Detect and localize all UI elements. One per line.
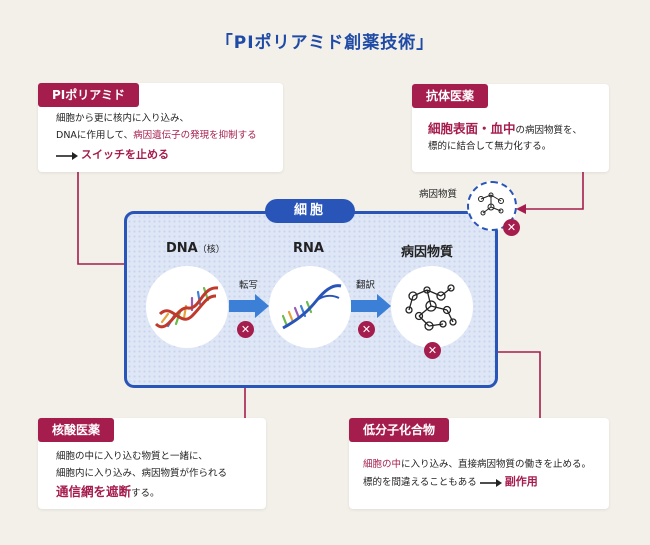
- antibody-line1: 細胞表面・血中の病因物質を、: [428, 120, 582, 139]
- dna-label: DNA（核）: [166, 241, 225, 256]
- dna-helix-icon: [154, 286, 219, 329]
- block-x-icon: ✕: [237, 321, 254, 338]
- nucleic-acid-line2: 細胞内に入り込み、病因物質が作られる: [56, 468, 228, 479]
- side-effect-text: 副作用: [504, 475, 538, 488]
- arrow-right-icon: [56, 151, 78, 160]
- small-molecule-line1: 細胞の中に入り込み、直接病因物質の働きを止める。: [363, 456, 591, 473]
- nucleic-acid-line1: 細胞の中に入り込む物質と一緒に、: [56, 451, 208, 462]
- nucleic-acid-line3: 通信網を遮断する。: [56, 483, 160, 502]
- molecule-network-icon: [478, 192, 504, 216]
- small-molecule-line2: 標的を間違えることもある 副作用: [363, 473, 538, 491]
- dna-label-sub: （核）: [197, 245, 225, 255]
- antibody-line1-a: 細胞表面・血中: [428, 121, 516, 136]
- pi-polyamide-line2: DNAに作用して、病因遺伝子の発現を抑制する: [56, 127, 257, 144]
- translation-arrow: [351, 294, 391, 318]
- pathogen-label: 病因物質: [401, 245, 454, 260]
- antibody-line1-b: の病因物質を、: [515, 125, 583, 136]
- pi-polyamide-tag: PIポリアミド: [38, 83, 140, 107]
- page-title: 「PIポリアミド創薬技術」: [215, 33, 435, 53]
- pi-polyamide-line2-b: 病因遺伝子の発現を抑制する: [133, 130, 257, 141]
- pi-polyamide-line3: スイッチを止める: [56, 146, 169, 164]
- outside-pathogen-label: 病因物質: [419, 189, 458, 200]
- rna-strand-icon: [281, 284, 342, 330]
- nucleic-acid-line3-a: 通信網を遮断: [56, 484, 132, 499]
- translation-label: 翻訳: [356, 280, 376, 291]
- arrow-right-icon: [479, 478, 502, 487]
- cell-label: 細胞: [265, 199, 355, 223]
- dna-circle: [146, 266, 228, 348]
- pathogen-circle: [391, 266, 473, 348]
- pi-polyamide-line1: 細胞から更に核内に入り込み、: [56, 113, 190, 124]
- molecule-network-icon: [405, 284, 457, 331]
- block-x-icon: ✕: [424, 342, 441, 359]
- rna-label: RNA: [293, 241, 324, 256]
- block-x-icon: ✕: [503, 219, 520, 236]
- small-molecule-line1-a: 細胞の中: [363, 459, 402, 470]
- small-molecule-line1-b: に入り込み、直接病因物質の働きを止める。: [401, 459, 592, 470]
- pi-polyamide-line2-a: DNAに作用して、: [56, 130, 134, 141]
- antibody-line2: 標的に結合して無力化する。: [428, 141, 552, 152]
- transcription-label: 転写: [239, 280, 259, 291]
- nucleic-acid-line3-b: する。: [131, 488, 160, 499]
- small-molecule-line2-text: 標的を間違えることもある: [363, 477, 477, 488]
- small-molecule-tag: 低分子化合物: [349, 418, 450, 442]
- block-x-icon: ✕: [358, 321, 375, 338]
- transcription-arrow: [229, 294, 269, 318]
- pi-polyamide-switch-text: スイッチを止める: [81, 148, 170, 161]
- nucleic-acid-tag: 核酸医薬: [38, 418, 115, 442]
- antibody-tag: 抗体医薬: [412, 84, 489, 108]
- rna-circle: [269, 266, 351, 348]
- dna-label-text: DNA: [166, 241, 198, 256]
